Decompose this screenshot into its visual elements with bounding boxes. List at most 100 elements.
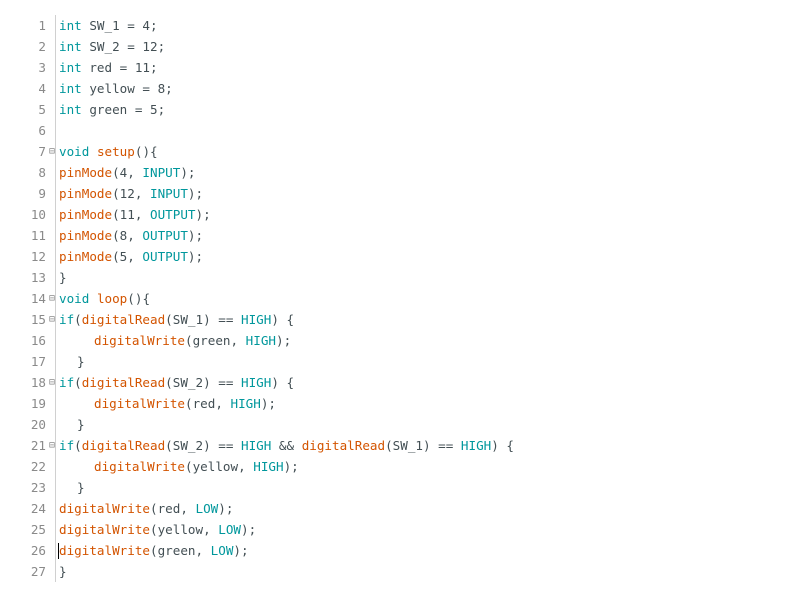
code-content[interactable]: int SW_2 = 12; <box>59 36 165 57</box>
gutter-separator <box>55 225 56 246</box>
fold-toggle-icon[interactable]: ⊟ <box>48 440 56 451</box>
line-number: 3 <box>38 60 46 75</box>
constant-token: LOW <box>195 501 219 516</box>
code-content[interactable]: digitalWrite(yellow, HIGH); <box>59 456 299 477</box>
code-content[interactable]: digitalWrite(yellow, LOW); <box>59 519 256 540</box>
code-text: (red, <box>185 396 231 411</box>
code-line[interactable]: 12 pinMode(5, OUTPUT); <box>0 246 800 267</box>
code-content[interactable]: } <box>59 267 67 288</box>
code-content[interactable]: int green = 5; <box>59 99 165 120</box>
code-text: (yellow, <box>185 459 254 474</box>
gutter-separator <box>55 99 56 120</box>
line-number: 9 <box>38 186 46 201</box>
fold-toggle-icon[interactable]: ⊟ <box>48 377 56 388</box>
gutter-separator <box>55 204 56 225</box>
code-content[interactable]: } <box>59 351 85 372</box>
code-content[interactable]: } <box>59 477 85 498</box>
code-text: ( <box>74 375 82 390</box>
keyword-token: if <box>59 375 75 390</box>
constant-token: OUTPUT <box>142 228 188 243</box>
gutter-separator <box>55 57 56 78</box>
code-line[interactable]: 15⊟if(digitalRead(SW_1) == HIGH) { <box>0 309 800 330</box>
keyword-token: int <box>59 81 82 96</box>
code-content[interactable]: if(digitalRead(SW_1) == HIGH) { <box>59 309 294 330</box>
code-line[interactable]: 27} <box>0 561 800 582</box>
function-token: pinMode <box>59 249 113 264</box>
code-line[interactable]: 17} <box>0 351 800 372</box>
code-line[interactable]: 13} <box>0 267 800 288</box>
code-content[interactable]: int red = 11; <box>59 57 158 78</box>
code-text: (){ <box>127 291 151 306</box>
gutter-separator <box>55 78 56 99</box>
code-content[interactable]: digitalWrite(red, LOW); <box>59 498 233 519</box>
code-text <box>89 144 97 159</box>
code-content[interactable]: pinMode(4, INPUT); <box>59 162 196 183</box>
code-line[interactable]: 7⊟void setup(){ <box>0 141 800 162</box>
code-line[interactable]: 6 <box>0 120 800 141</box>
code-text: yellow = 8; <box>81 81 173 96</box>
fold-toggle-icon[interactable]: ⊟ <box>48 146 56 157</box>
line-number: 17 <box>30 354 46 369</box>
code-content[interactable]: if(digitalRead(SW_2) == HIGH && digitalR… <box>59 435 514 456</box>
fold-toggle-icon[interactable]: ⊟ <box>48 314 56 325</box>
constant-token: OUTPUT <box>150 207 196 222</box>
code-line[interactable]: 3 int red = 11; <box>0 57 800 78</box>
code-content[interactable]: if(digitalRead(SW_2) == HIGH) { <box>59 372 294 393</box>
keyword-token: void <box>59 144 90 159</box>
code-line[interactable]: 23} <box>0 477 800 498</box>
code-text: ); <box>283 459 299 474</box>
code-content[interactable]: int yellow = 8; <box>59 78 173 99</box>
code-text: ); <box>180 165 196 180</box>
keyword-token: int <box>59 102 82 117</box>
code-line[interactable]: 18⊟if(digitalRead(SW_2) == HIGH) { <box>0 372 800 393</box>
code-text: ); <box>187 186 204 201</box>
code-content[interactable]: pinMode(11, OUTPUT); <box>59 204 211 225</box>
code-text: red = 11; <box>81 60 158 75</box>
function-token: loop <box>96 291 128 306</box>
function-token: pinMode <box>59 165 113 180</box>
code-content[interactable]: digitalWrite(green, HIGH); <box>59 330 291 351</box>
code-text: ); <box>187 228 204 243</box>
code-content[interactable]: digitalWrite(green, LOW); <box>59 540 249 561</box>
code-text: && <box>271 438 302 453</box>
code-content[interactable]: void setup(){ <box>59 141 158 162</box>
code-content[interactable]: pinMode(12, INPUT); <box>59 183 203 204</box>
code-text: SW_2 = 12; <box>81 39 166 54</box>
code-text: ); <box>276 333 292 348</box>
code-line[interactable]: 14⊟void loop(){ <box>0 288 800 309</box>
function-token: digitalRead <box>81 375 166 390</box>
line-number: 12 <box>30 249 46 264</box>
code-line[interactable]: 8 pinMode(4, INPUT); <box>0 162 800 183</box>
code-text: (SW_2) == <box>165 438 241 453</box>
code-content[interactable]: } <box>59 414 85 435</box>
code-content[interactable]: pinMode(5, OUTPUT); <box>59 246 203 267</box>
code-content[interactable]: digitalWrite(red, HIGH); <box>59 393 276 414</box>
code-content[interactable]: } <box>59 561 67 582</box>
code-content[interactable]: pinMode(8, OUTPUT); <box>59 225 203 246</box>
code-line[interactable]: 21⊟if(digitalRead(SW_2) == HIGH && digit… <box>0 435 800 456</box>
code-content[interactable]: void loop(){ <box>59 288 150 309</box>
fold-toggle-icon[interactable]: ⊟ <box>48 293 56 304</box>
function-token: digitalRead <box>301 438 386 453</box>
code-text: green = 5; <box>81 102 166 117</box>
code-line[interactable]: 20} <box>0 414 800 435</box>
code-content[interactable]: int SW_1 = 4; <box>59 15 158 36</box>
line-number: 8 <box>38 165 46 180</box>
function-token: digitalWrite <box>59 543 150 558</box>
gutter-separator <box>55 540 56 561</box>
code-line[interactable]: 9 pinMode(12, INPUT); <box>0 183 800 204</box>
line-number: 5 <box>38 102 46 117</box>
code-line[interactable]: 5 int green = 5; <box>0 99 800 120</box>
